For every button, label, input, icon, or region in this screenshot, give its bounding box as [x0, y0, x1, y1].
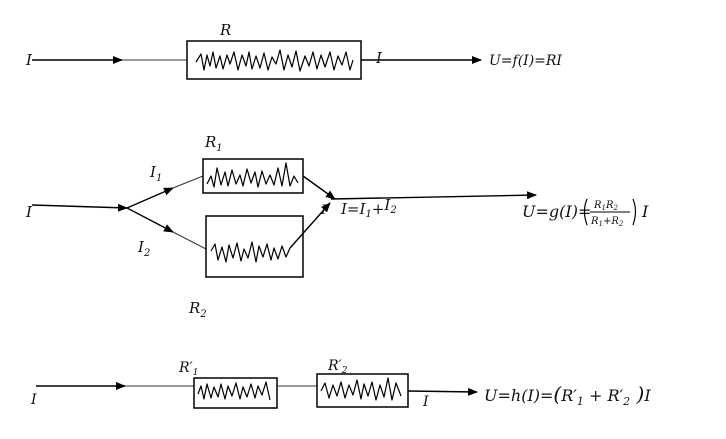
resistor-r2prime-zigzag [320, 377, 402, 401]
resistor-r2-zigzag [210, 241, 291, 263]
series-output-arrow [407, 387, 478, 396]
r2prime-label: R′2 [327, 358, 348, 376]
i1-label: I1 [149, 163, 162, 184]
equation-h: U=h(I)=(R′1 + R′2 )I [484, 382, 651, 408]
current-out-label: I [375, 49, 383, 67]
resistor-r2-box [205, 215, 304, 278]
resistor-r1-zigzag [206, 162, 299, 188]
circuit-single-resistor: R I I U=f(I)=RI [25, 21, 562, 80]
lower-branch-to-node [289, 202, 331, 249]
branch-lower-wire [172, 231, 207, 250]
equation-f: U=f(I)=RI [489, 53, 562, 69]
equation-g-suffix: I [641, 202, 649, 221]
left-paren [583, 198, 588, 226]
current-sum-equation: I=I1+I2 [340, 196, 397, 220]
current-in-label: I [25, 51, 33, 69]
parallel-current-in-label: I [25, 203, 33, 221]
fraction-denominator: R1+R2 [590, 216, 624, 228]
junction-current-label: I [320, 203, 327, 218]
fraction-numerator: R1R2 [593, 200, 619, 212]
resistor-r1prime-box [193, 377, 278, 409]
resistor-r1prime-zigzag [197, 381, 271, 401]
circuit-series-double: I I R′1 R′2 U=h(I)=(R′1 + R′2 )I [30, 358, 651, 410]
r1-label: R1 [204, 133, 223, 154]
equation-g: U=g(I)= R1R2 R1+R2 I [522, 198, 649, 228]
upper-branch-to-node [302, 175, 336, 200]
circuit-parallel: R1 R2 I1 I2 I I I=I1+I2 U=g(I)= R1R2 R1+… [25, 133, 649, 320]
resistor-r-label: R [219, 21, 231, 39]
series-current-out-label: I [422, 394, 429, 410]
r2-label: R2 [188, 299, 207, 320]
parallel-input-wire [31, 203, 128, 212]
parallel-output-wire [330, 191, 537, 200]
branch-upper-wire [172, 175, 204, 189]
branch-upper-arrow [126, 187, 174, 209]
right-paren [632, 198, 637, 226]
r1prime-label: R′1 [178, 360, 198, 378]
series-current-in-label: I [30, 392, 37, 408]
equation-g-prefix: U=g(I)= [522, 202, 591, 221]
branch-lower-arrow [126, 207, 174, 233]
i2-label: I2 [137, 238, 150, 259]
resistor-r-zigzag [195, 49, 354, 72]
